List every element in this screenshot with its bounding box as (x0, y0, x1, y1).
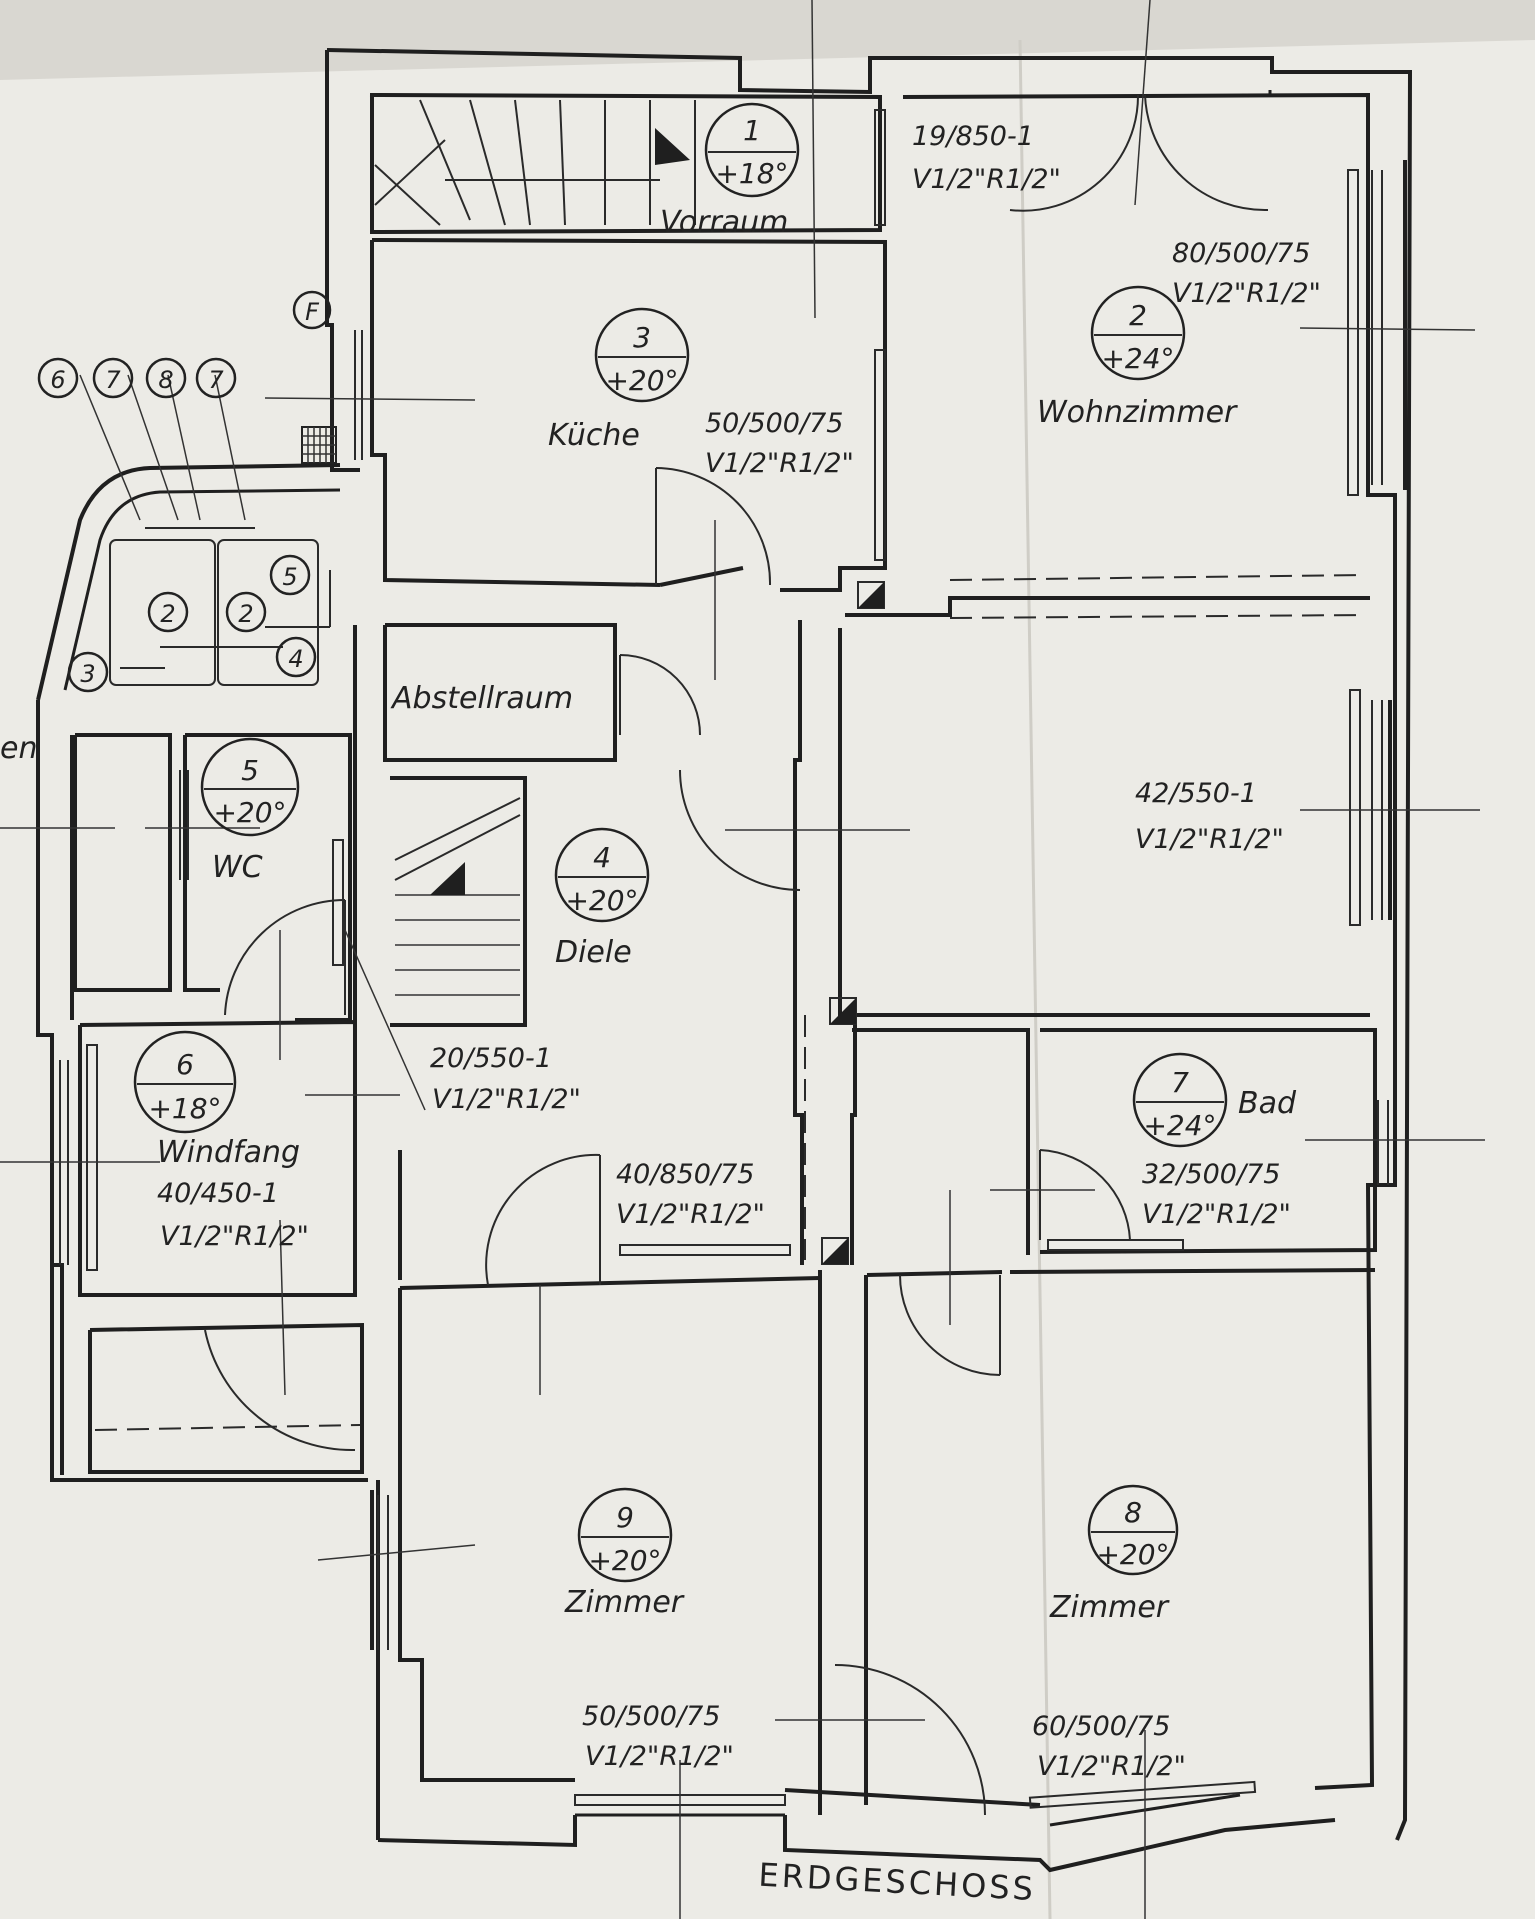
marker-5: 5 (282, 563, 297, 591)
room-7-name: Bad (1238, 1086, 1297, 1121)
room-7-marker: 7 +24° (1132, 1052, 1228, 1148)
radiator-5-spec: 20/550-1 (430, 1043, 552, 1074)
radiator-4-spec: 42/550-1 (1135, 778, 1257, 809)
room-markers: 1 +18° 3 +20° 2 +24° 5 +20° 4 (133, 102, 1228, 1583)
room-4-number: 4 (593, 841, 611, 874)
axis-lines (0, 0, 1485, 1919)
room-5-marker: 5 +20° (200, 737, 300, 837)
boiler-markers: 6 7 8 7 2 2 5 4 3 F (37, 290, 332, 693)
room-9-name: Zimmer (564, 1585, 685, 1620)
marker-2b: 2 (238, 600, 253, 628)
room-8-number: 8 (1124, 1496, 1142, 1529)
marker-6: 6 (50, 366, 65, 394)
radiator-1-spec: 19/850-1 (912, 121, 1034, 152)
room-4-temp: +20° (565, 884, 638, 917)
shafts (821, 581, 885, 1265)
radiator-10-pipe: V1/2"R1/2" (1037, 1751, 1186, 1782)
radiator-6-spec: 40/450-1 (157, 1178, 279, 1209)
interior-walls (73, 238, 1377, 1815)
room-7-temp: +24° (1143, 1109, 1216, 1142)
radiator-10-spec: 60/500/75 (1032, 1711, 1170, 1742)
room-4-marker: 4 +20° (554, 827, 650, 923)
edge-fragment: en (0, 731, 37, 766)
room-1-marker: 1 +18° (704, 102, 800, 198)
radiator-3-pipe: V1/2"R1/2" (705, 448, 854, 479)
radiator-7-pipe: V1/2"R1/2" (616, 1199, 765, 1230)
marker-7a: 7 (105, 366, 121, 394)
f-marker: F (305, 298, 320, 326)
room-5-name: WC (212, 850, 263, 885)
room-8-name: Zimmer (1049, 1590, 1170, 1625)
door-swings (204, 94, 1269, 1816)
room-1-temp: +18° (715, 157, 788, 190)
room-2-number: 2 (1129, 299, 1147, 332)
room-5-number: 5 (241, 754, 259, 787)
room-6-marker: 6 +18° (133, 1030, 237, 1134)
marker-3: 3 (80, 660, 95, 688)
radiator-specs: 19/850-1 V1/2"R1/2" 80/500/75 V1/2"R1/2"… (157, 121, 1321, 1782)
dashed-lines (94, 574, 1366, 1431)
room-5-temp: +20° (213, 796, 286, 829)
marker-2a: 2 (160, 600, 175, 628)
room-names: Vorraum Wohnzimmer Küche Abstellraum Die… (0, 205, 1297, 1625)
room-3-name: Küche (548, 418, 640, 453)
room-8-marker: 8 +20° (1087, 1484, 1179, 1576)
radiator-3-spec: 50/500/75 (705, 408, 843, 439)
room-1-name: Vorraum (660, 205, 788, 240)
room-3-number: 3 (633, 321, 651, 354)
room-2-marker: 2 +24° (1090, 285, 1186, 381)
radiator-5-pipe: V1/2"R1/2" (432, 1084, 581, 1115)
marker-7b: 7 (208, 366, 224, 394)
radiator-1-pipe: V1/2"R1/2" (912, 164, 1061, 195)
storage-name: Abstellraum (390, 681, 573, 716)
paper-sheet (0, 40, 1535, 1919)
room-7-number: 7 (1171, 1066, 1189, 1099)
paper-fold (1018, 39, 1052, 1919)
room-3-marker: 3 +20° (594, 307, 690, 403)
radiator-8-spec: 32/500/75 (1142, 1159, 1280, 1190)
room-9-marker: 9 +20° (577, 1487, 673, 1583)
radiator-4-pipe: V1/2"R1/2" (1135, 824, 1284, 855)
radiator-2-spec: 80/500/75 (1172, 238, 1310, 269)
room-9-temp: +20° (588, 1544, 661, 1577)
room-6-temp: +18° (148, 1092, 221, 1125)
room-6-name: Windfang (157, 1135, 300, 1170)
outer-walls (36, 48, 1413, 1873)
marker-4: 4 (288, 645, 303, 673)
radiator-6-pipe: V1/2"R1/2" (160, 1221, 309, 1252)
room-4-name: Diele (555, 935, 632, 970)
room-8-temp: +20° (1096, 1538, 1169, 1571)
room-2-name: Wohnzimmer (1037, 395, 1238, 430)
radiator-7-spec: 40/850/75 (616, 1159, 754, 1190)
radiator-8-pipe: V1/2"R1/2" (1142, 1199, 1291, 1230)
room-1-number: 1 (743, 114, 761, 147)
radiator-2-pipe: V1/2"R1/2" (1172, 278, 1321, 309)
room-6-number: 6 (176, 1048, 194, 1081)
marker-8: 8 (158, 366, 173, 394)
radiator-9-spec: 50/500/75 (582, 1701, 720, 1732)
room-9-number: 9 (616, 1501, 634, 1534)
radiator-9-pipe: V1/2"R1/2" (585, 1741, 734, 1772)
room-2-temp: +24° (1101, 342, 1174, 375)
top-stairs (374, 99, 696, 226)
room-3-temp: +20° (605, 364, 678, 397)
boiler-room (36, 374, 341, 701)
